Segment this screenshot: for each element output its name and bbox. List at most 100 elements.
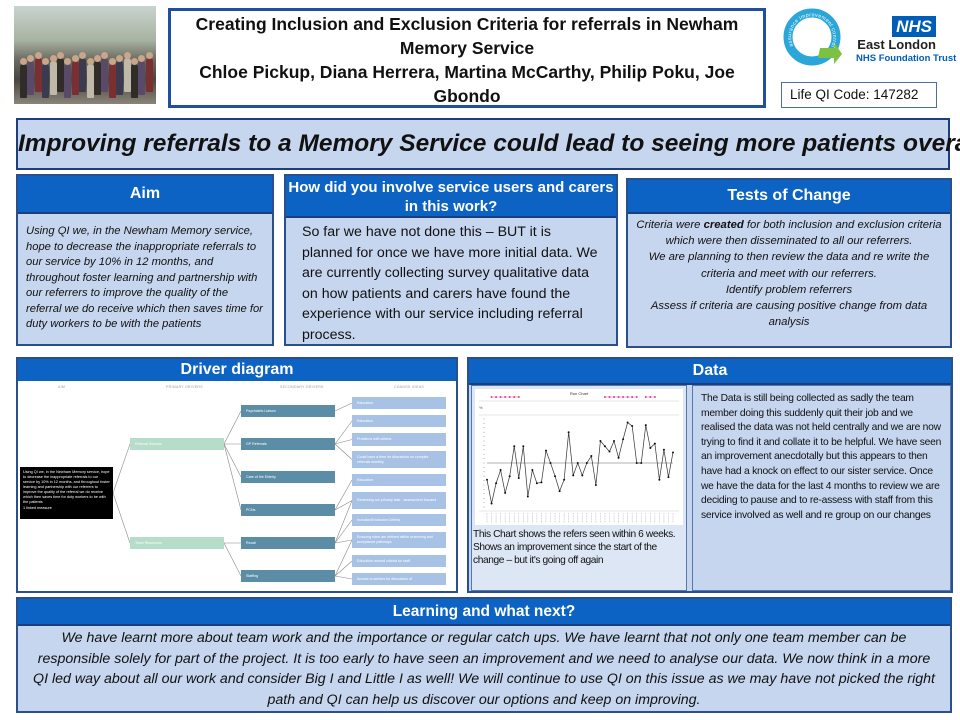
data-point bbox=[640, 462, 643, 464]
data-point bbox=[486, 478, 488, 481]
data-point bbox=[590, 454, 593, 457]
photo-person bbox=[108, 58, 116, 98]
chart-box: Run Chart% This Chart shows the refers s… bbox=[471, 385, 687, 591]
driver-connector bbox=[334, 500, 353, 544]
data-point bbox=[581, 474, 584, 477]
data-point bbox=[495, 482, 498, 485]
data-point bbox=[572, 474, 575, 477]
change-idea: Education around criteria for staff bbox=[352, 555, 446, 567]
chart-title: Run Chart bbox=[570, 391, 589, 396]
driver-connector bbox=[334, 575, 353, 580]
shift-marker bbox=[635, 396, 638, 398]
data-point bbox=[658, 478, 661, 481]
nhs-logo: NHS East London NHS Foundation Trust bbox=[856, 16, 956, 70]
data-point bbox=[513, 445, 516, 448]
driver-connector bbox=[334, 539, 353, 544]
driver-connector bbox=[334, 519, 353, 544]
data-heading: Data bbox=[469, 359, 951, 385]
driver-connectors bbox=[112, 402, 353, 580]
authors-line: Chloe Pickup, Diana Herrera, Martina McC… bbox=[199, 62, 735, 82]
driver-connector bbox=[334, 560, 353, 577]
data-point bbox=[549, 462, 552, 464]
change-idea: Education bbox=[352, 415, 446, 427]
tests-line: We are planning to then review the data … bbox=[648, 251, 930, 280]
data-point bbox=[567, 431, 570, 434]
secondary-driver: Care of the Elderly bbox=[241, 471, 335, 483]
run-chart: Run Chart% bbox=[475, 389, 683, 525]
photo-person bbox=[123, 52, 131, 92]
team-photo bbox=[14, 6, 156, 104]
photo-person bbox=[79, 52, 87, 92]
authors-line: Gbondo bbox=[433, 86, 501, 106]
data-point bbox=[535, 482, 538, 485]
photo-person bbox=[64, 58, 72, 98]
data-text: The Data is still being collected as sad… bbox=[692, 385, 951, 591]
photo-person bbox=[145, 52, 153, 92]
change-idea: Reviewing our primary task - assessment … bbox=[352, 492, 446, 509]
aim-text: Using QI we, in the Newham Memory servic… bbox=[26, 225, 263, 330]
driver-connector bbox=[334, 420, 353, 445]
driver-connector bbox=[223, 443, 242, 511]
photo-person bbox=[94, 55, 101, 95]
photo-person bbox=[71, 55, 79, 95]
driver-column-header: CHANGE IDEAS bbox=[394, 385, 425, 389]
data-point bbox=[508, 475, 511, 478]
secondary-driver: PCNs bbox=[241, 504, 335, 516]
driver-connector bbox=[334, 443, 353, 460]
secondary-driver: Staffing bbox=[241, 570, 335, 582]
change-idea: Ensuring roles are defined within screen… bbox=[352, 532, 446, 548]
title-line: Memory Service bbox=[399, 38, 535, 58]
life-qi-code: Life QI Code: 147282 bbox=[781, 82, 937, 108]
data-point bbox=[603, 445, 606, 448]
involvement-heading: How did you involve service users and ca… bbox=[286, 176, 616, 218]
data-point bbox=[649, 447, 652, 450]
photo-person bbox=[27, 55, 35, 95]
poster-title: Creating Inclusion and Exclusion Criteri… bbox=[171, 12, 763, 60]
shift-marker bbox=[517, 396, 520, 398]
change-idea: Education bbox=[352, 474, 446, 486]
photo-person bbox=[138, 55, 146, 95]
secondary-driver: Recall bbox=[241, 537, 335, 549]
headline-banner: Improving referrals to a Memory Service … bbox=[16, 118, 960, 170]
secondary-driver: GP Referrals bbox=[241, 438, 335, 450]
photo-person bbox=[101, 52, 109, 92]
data-point bbox=[585, 462, 588, 464]
driver-connector bbox=[223, 443, 242, 478]
change-idea: Education bbox=[352, 397, 446, 409]
data-point bbox=[544, 449, 547, 452]
change-idea: Access to seniors for discussion of bbox=[352, 573, 446, 585]
tests-line: Assess if criteria are causing positive … bbox=[650, 300, 928, 329]
series-line bbox=[486, 421, 674, 504]
data-point bbox=[599, 440, 602, 442]
trust-name: East London bbox=[857, 37, 936, 52]
data-panel: Data Run Chart% This Chart shows the ref… bbox=[467, 357, 953, 593]
title-line: Creating Inclusion and Exclusion Criteri… bbox=[195, 14, 739, 34]
run-chart-svg: Run Chart% bbox=[479, 391, 679, 523]
driver-heading: Driver diagram bbox=[18, 359, 456, 383]
driver-aim-box: Using QI we, in the Newham Memory servic… bbox=[20, 467, 113, 519]
data-point bbox=[563, 478, 566, 481]
driver-column-header: AIM bbox=[58, 385, 66, 389]
tests-line: Identify problem referrers bbox=[725, 283, 853, 296]
data-point bbox=[662, 448, 665, 451]
secondary-driver: Psychiatric Liaison bbox=[241, 405, 335, 417]
data-point bbox=[667, 476, 670, 479]
change-idea: Could have a time for discussion on comp… bbox=[352, 451, 446, 468]
learning-text: We have learnt more about team work and … bbox=[33, 630, 935, 708]
photo-person bbox=[86, 58, 94, 98]
data-point bbox=[626, 421, 629, 424]
qi-assurance-logo: assurance improvement control bbox=[782, 8, 844, 68]
driver-connector bbox=[223, 542, 242, 577]
nhs-badge: NHS bbox=[892, 16, 936, 37]
data-point bbox=[526, 495, 529, 498]
driver-column-header: SECONDARY DRIVERS bbox=[280, 385, 324, 389]
involvement-panel: How did you involve service users and ca… bbox=[284, 174, 618, 346]
learning-panel: Learning and what next? We have learnt m… bbox=[16, 597, 952, 713]
driver-connector bbox=[334, 439, 353, 445]
chart-caption: This Chart shows the refers seen within … bbox=[473, 529, 676, 567]
data-point bbox=[554, 475, 557, 478]
poster-title-box: Creating Inclusion and Exclusion Criteri… bbox=[168, 8, 766, 108]
bold-text: created bbox=[703, 219, 744, 231]
data-point bbox=[540, 481, 543, 484]
